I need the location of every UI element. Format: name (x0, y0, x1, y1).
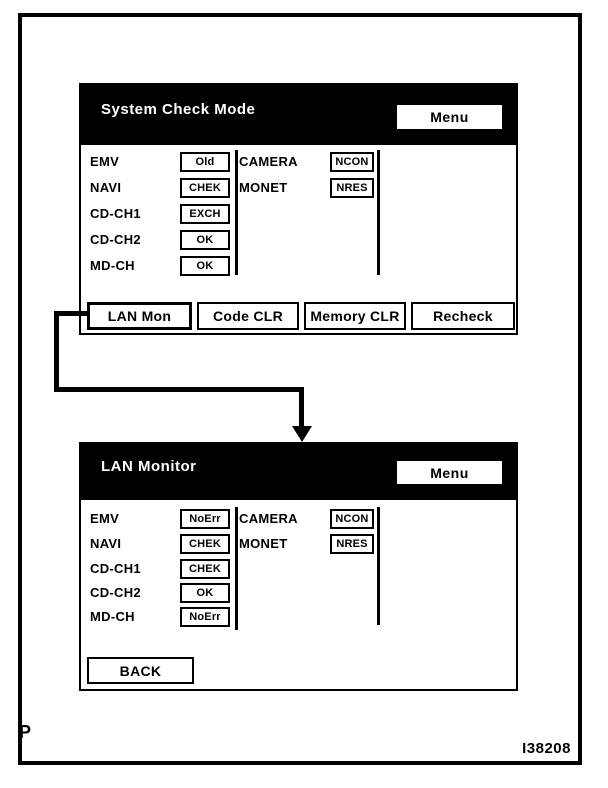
status-badge-cd-ch2: OK (180, 230, 230, 250)
item-label-monet: MONET (239, 536, 288, 551)
item-label-cd-ch2: CD-CH2 (90, 585, 141, 600)
status-badge-navi: CHEK (180, 534, 230, 554)
column-divider (235, 150, 238, 275)
status-badge-monet: NRES (330, 534, 374, 554)
page-title: System Check Mode (101, 101, 256, 118)
item-label-md-ch: MD-CH (90, 258, 135, 273)
menu-button[interactable]: Menu (397, 105, 502, 129)
status-badge-cd-ch2: OK (180, 583, 230, 603)
screen-title-bar: System Check Mode Menu (81, 85, 516, 145)
figure-border (18, 13, 582, 765)
item-label-cd-ch2: CD-CH2 (90, 232, 141, 247)
item-label-camera: CAMERA (239, 511, 298, 526)
column-divider (377, 150, 380, 275)
status-badge-navi: CHEK (180, 178, 230, 198)
code-clr-button[interactable]: Code CLR (197, 302, 299, 330)
back-button[interactable]: BACK (87, 657, 194, 684)
screen-title-bar: LAN Monitor Menu (81, 444, 516, 500)
system-check-mode-screen: System Check Mode Menu EMV Old NAVI CHEK… (79, 83, 518, 335)
item-label-camera: CAMERA (239, 154, 298, 169)
item-label-cd-ch1: CD-CH1 (90, 206, 141, 221)
lan-monitor-screen: LAN Monitor Menu EMV NoErr NAVI CHEK CD-… (79, 442, 518, 691)
page-title: LAN Monitor (101, 458, 197, 475)
column-divider (235, 507, 238, 630)
figure-id: I38208 (522, 740, 571, 757)
item-label-emv: EMV (90, 154, 120, 169)
status-badge-camera: NCON (330, 152, 374, 172)
status-badge-md-ch: OK (180, 256, 230, 276)
item-label-emv: EMV (90, 511, 120, 526)
lan-mon-button[interactable]: LAN Mon (87, 302, 192, 330)
flow-arrow-segment (54, 311, 59, 392)
flow-arrow-segment (299, 387, 304, 428)
column-divider (377, 507, 380, 625)
status-badge-monet: NRES (330, 178, 374, 198)
status-badge-camera: NCON (330, 509, 374, 529)
recheck-button[interactable]: Recheck (411, 302, 515, 330)
memory-clr-button[interactable]: Memory CLR (304, 302, 406, 330)
flow-arrow-head-icon (292, 426, 312, 442)
item-label-monet: MONET (239, 180, 288, 195)
status-badge-cd-ch1: EXCH (180, 204, 230, 224)
page-letter: P (19, 722, 32, 742)
flow-arrow-segment (54, 387, 304, 392)
item-label-navi: NAVI (90, 536, 122, 551)
status-badge-cd-ch1: CHEK (180, 559, 230, 579)
status-badge-md-ch: NoErr (180, 607, 230, 627)
item-label-cd-ch1: CD-CH1 (90, 561, 141, 576)
item-label-md-ch: MD-CH (90, 609, 135, 624)
flow-arrow-segment (54, 311, 87, 316)
item-label-navi: NAVI (90, 180, 122, 195)
status-badge-emv: NoErr (180, 509, 230, 529)
status-badge-emv: Old (180, 152, 230, 172)
menu-button[interactable]: Menu (397, 461, 502, 484)
